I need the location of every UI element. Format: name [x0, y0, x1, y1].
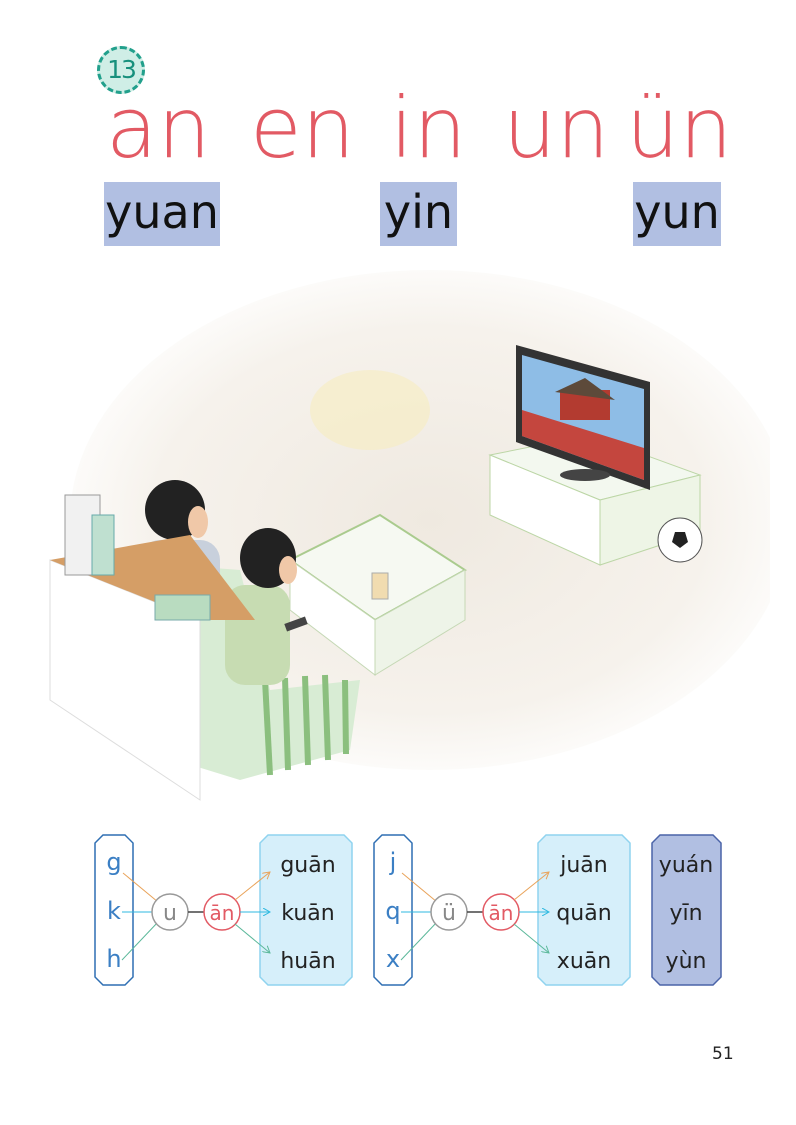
toned-syllable: yuán [659, 853, 713, 878]
syllable-yuan: yuan [104, 182, 220, 246]
final: ān [489, 901, 514, 925]
result-syllable: huān [280, 949, 335, 974]
final-en: en [250, 79, 355, 177]
diagram-group-2: j q x ü ān juān quān xuān [373, 834, 631, 986]
result-syllable: juān [559, 853, 607, 878]
medial: u [163, 901, 177, 926]
result-syllable: xuān [557, 949, 611, 974]
final: ān [210, 901, 235, 925]
television [516, 345, 650, 490]
initials-box [373, 834, 413, 986]
syllable-yin: yin [380, 182, 457, 246]
initial: g [106, 848, 121, 876]
results-box [537, 834, 631, 986]
coffee-table [288, 513, 467, 677]
results-box [259, 834, 353, 986]
syllable-yun: yun [633, 182, 721, 246]
toned-syllable: yīn [669, 901, 702, 926]
shelf-with-books [49, 494, 255, 801]
toned-syllables-box: yuán yīn yùn [651, 834, 722, 986]
final-un-umlaut: ün [626, 79, 733, 177]
lesson-number-badge: 13 [97, 46, 145, 94]
result-syllable: kuān [281, 901, 334, 926]
final-in: in [390, 79, 467, 177]
initials-box [94, 834, 134, 986]
initial: x [386, 945, 400, 973]
toned-syllable: yùn [666, 949, 707, 974]
diagram-group-1: g k h u ān guān kuān huān [94, 834, 353, 986]
initial: k [107, 897, 121, 925]
spelling-diagrams: g k h u ān guān kuān huān j q x ü ān [94, 834, 722, 986]
initial: q [385, 897, 400, 925]
medial: ü [442, 901, 456, 926]
initial: h [106, 945, 121, 973]
result-syllable: guān [280, 853, 335, 878]
living-room-illustration [49, 270, 770, 801]
initial: j [389, 848, 397, 876]
result-syllable: quān [556, 901, 611, 926]
soccer-ball [657, 517, 703, 563]
final-an: an [106, 79, 211, 177]
final-un: un [503, 79, 610, 177]
page-number: 51 [712, 1044, 734, 1064]
